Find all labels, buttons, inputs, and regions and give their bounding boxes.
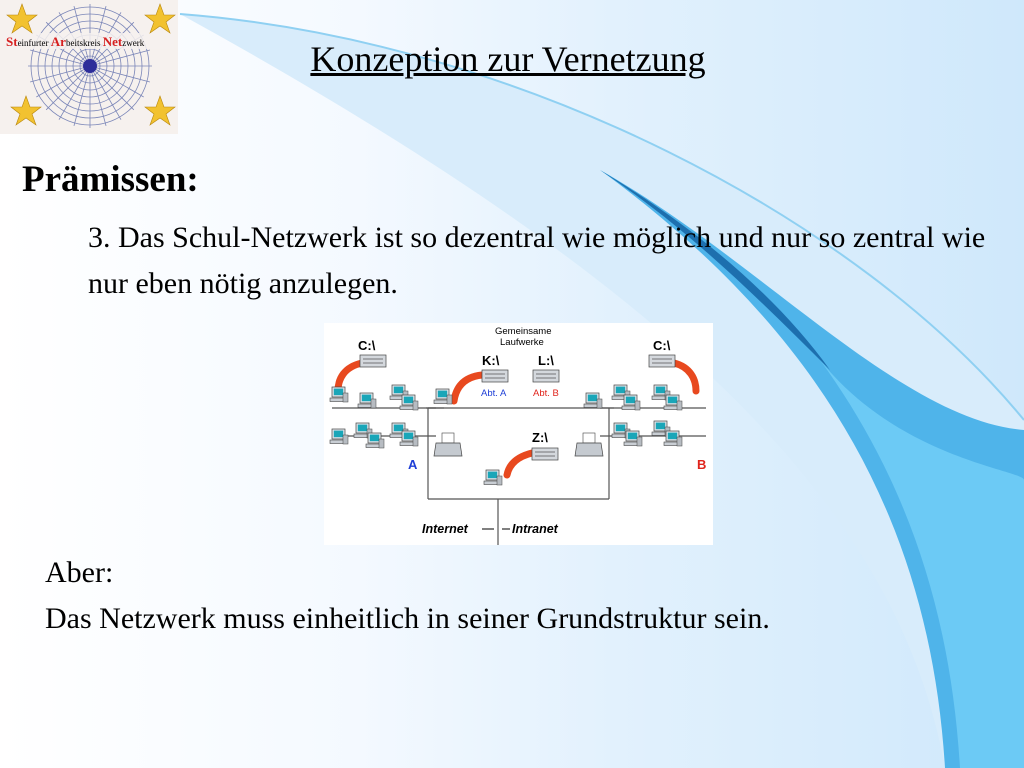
but-label: Aber: <box>45 556 114 589</box>
share-arrow-k <box>450 371 486 405</box>
server-icon-c-right <box>648 354 676 368</box>
zone-b-label: B <box>697 457 706 472</box>
share-arrow-c-right <box>670 359 700 395</box>
zone-a-label: A <box>408 457 418 472</box>
logo-letters-ar: Ar <box>51 34 66 49</box>
computer-icon <box>399 430 419 447</box>
star-icon <box>6 3 38 34</box>
internet-label: Internet <box>422 522 469 536</box>
dept-a-drive-label: Abt. A <box>481 388 507 399</box>
computer-icon <box>623 430 643 447</box>
drive-c-left-label: C:\ <box>358 338 376 353</box>
computer-icon <box>583 392 603 409</box>
dept-b-drive-label: Abt. B <box>533 388 559 399</box>
computer-icon <box>663 394 683 411</box>
computer-icon <box>357 392 377 409</box>
logo: Steinfurter Arbeitskreis Netzwerk <box>0 0 178 134</box>
drive-c-right-label: C:\ <box>653 338 671 353</box>
logo-letters-net: Net <box>103 34 123 49</box>
background-curve-line <box>179 13 1024 421</box>
server-icon-z <box>531 447 559 461</box>
computer-icon <box>621 394 641 411</box>
star-icon <box>144 3 176 34</box>
server-icon-c-left <box>359 354 387 368</box>
logo-text-3: zwerk <box>122 38 144 48</box>
background-swoosh-light <box>820 360 1024 768</box>
star-icon <box>10 95 42 126</box>
computer-icon <box>329 428 349 445</box>
slide-title: Konzeption zur Vernetzung <box>310 39 706 79</box>
drive-z-label: Z:\ <box>532 430 548 445</box>
svg-text:Steinfurter Arbeitskreis Netzw: Steinfurter Arbeitskreis Netzwerk <box>6 34 145 49</box>
premise-point: 3. Das Schul-Netzwerk ist so dezentral w… <box>88 221 986 300</box>
drive-l-label: L:\ <box>538 353 554 368</box>
premises-heading: Prämissen: <box>22 159 199 200</box>
logo-text-1: einfurter <box>18 38 51 48</box>
printer-icon <box>433 432 463 457</box>
computer-icon <box>365 432 385 449</box>
intranet-label: Intranet <box>512 522 559 536</box>
computer-icon <box>399 394 419 411</box>
share-arrow-z <box>503 449 536 479</box>
network-cabling <box>332 407 706 545</box>
but-text: Das Netzwerk muss einheitlich in seiner … <box>45 602 770 635</box>
shared-drives-label-1: Gemeinsame <box>495 326 552 337</box>
computer-icon <box>433 388 453 405</box>
printer-icon <box>574 432 604 457</box>
server-icon-l <box>532 369 560 383</box>
computer-icon <box>329 386 349 403</box>
drive-k-label: K:\ <box>482 353 500 368</box>
star-icon <box>144 95 176 126</box>
computer-icon <box>663 430 683 447</box>
logo-letters-st: St <box>6 34 18 49</box>
computer-icon <box>483 469 503 486</box>
network-diagram: Gemeinsame Laufwerke C:\ C:\ K:\ L:\ Z:\… <box>324 323 713 545</box>
logo-text-2: beitskreis <box>66 38 103 48</box>
server-icon-k <box>481 369 509 383</box>
shared-drives-label-2: Laufwerke <box>500 337 544 348</box>
